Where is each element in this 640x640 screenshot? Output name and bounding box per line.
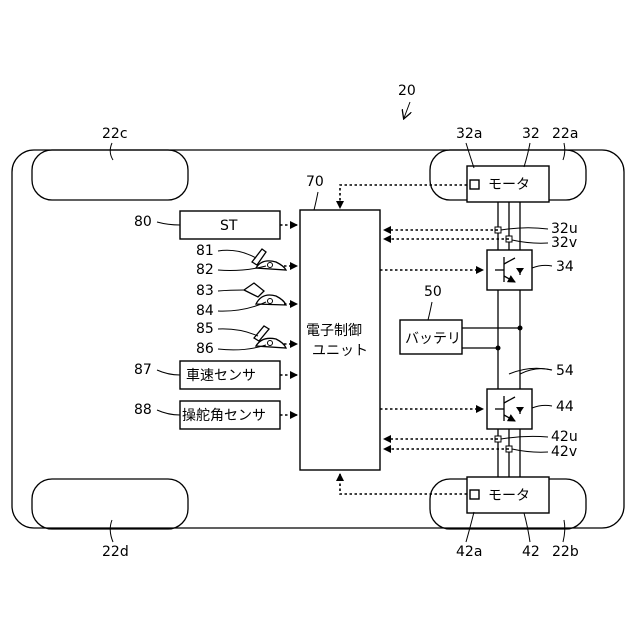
ecu-text-line1: 電子制御: [306, 323, 362, 339]
wheel-fr-label: 22a: [552, 126, 578, 142]
battery-text: バッテリ: [405, 331, 461, 347]
pedal-84-label: 84: [196, 303, 214, 319]
pedal-82-label: 82: [196, 262, 214, 278]
system-label: 20: [398, 83, 416, 99]
ecu-text-line2: ユニット: [312, 343, 368, 359]
speed-sensor-label: 87: [134, 362, 152, 378]
motor-rear-label: 42: [522, 544, 540, 560]
st-text: ST: [220, 218, 238, 234]
pedal-81-label: 81: [196, 243, 214, 259]
steer-sensor-text: 操舵角センサ: [182, 408, 266, 424]
pedal-83-label: 83: [196, 283, 214, 299]
battery-label: 50: [424, 284, 442, 300]
motor-front-sensor-label: 32a: [456, 126, 482, 142]
wheel-rr-label: 22b: [552, 544, 579, 560]
motor-rear-text: モータ: [488, 488, 530, 504]
steer-sensor-label: 88: [134, 402, 152, 418]
motor-rear-sensor: [470, 490, 479, 499]
motor-front-text: モータ: [488, 177, 530, 193]
line-32v-label: 32v: [551, 235, 577, 251]
bus-label: 54: [556, 363, 574, 379]
motor-front-sensor: [470, 180, 479, 189]
wheel-fl-label: 22c: [102, 126, 128, 142]
system-arrow: [404, 102, 410, 118]
wheel-rl-label: 22d: [102, 544, 129, 560]
brake-pedal-icon: [244, 283, 286, 305]
speed-sensor-text: 車速センサ: [186, 367, 256, 384]
inverter-rear-label: 44: [556, 399, 574, 415]
line-42u-label: 42u: [551, 429, 578, 445]
motor-rear-sensor-label: 42a: [456, 544, 482, 560]
wheel-rear-left: [32, 479, 188, 529]
inverter-rear-box: [487, 389, 532, 429]
pedal-86-label: 86: [196, 341, 214, 357]
line-42v-label: 42v: [551, 444, 577, 460]
motor-front-label: 32: [522, 126, 540, 142]
shift-lever-icon: [254, 326, 286, 348]
ecu-box: [300, 210, 380, 470]
inverter-front-label: 34: [556, 259, 574, 275]
pedal-85-label: 85: [196, 321, 214, 337]
ecu-label: 70: [306, 174, 324, 190]
st-label: 80: [134, 214, 152, 230]
inverter-front-box: [487, 250, 532, 290]
wheel-front-left: [32, 150, 188, 200]
accelerator-pedal-icon: [252, 249, 286, 270]
